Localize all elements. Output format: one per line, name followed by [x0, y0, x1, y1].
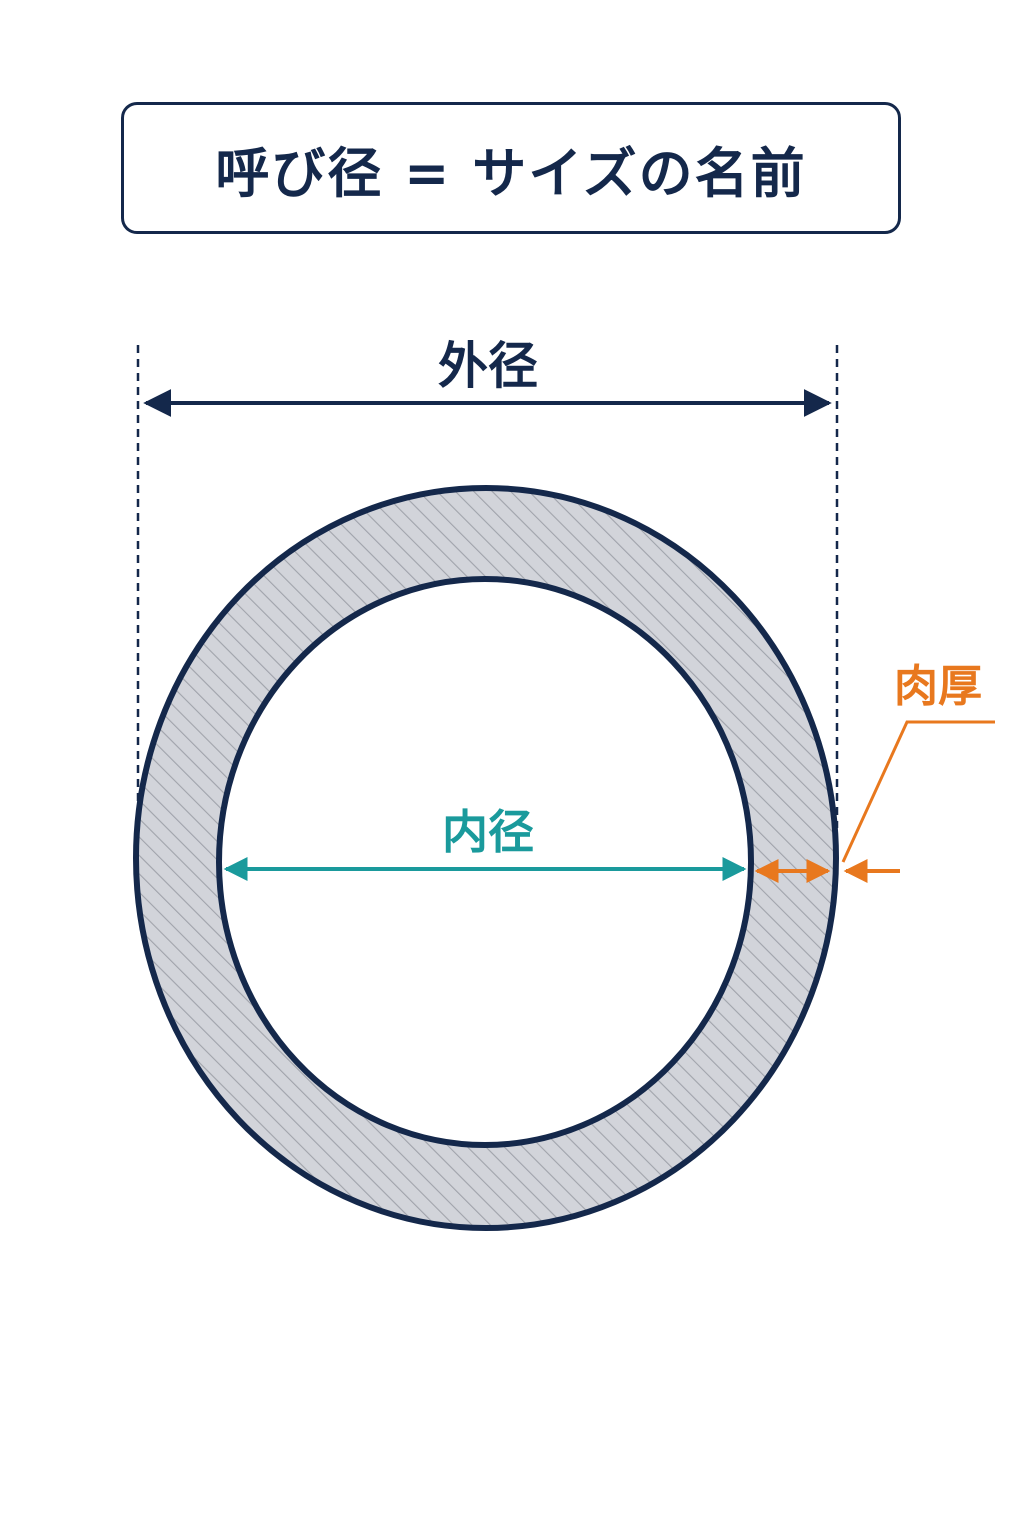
inner-diameter-label: 内径 — [442, 805, 534, 859]
title-text: 呼び径 = サイズの名前 — [215, 141, 807, 205]
outer-diameter-label: 外径 — [438, 337, 538, 395]
title-box: 呼び径 = サイズの名前 — [121, 102, 901, 234]
wall-thickness-label: 肉厚 — [894, 661, 982, 712]
pipe-inner-edge — [216, 576, 754, 1148]
wall-thickness-leader-line — [841, 720, 995, 863]
pipe-outer-edge — [133, 485, 839, 1231]
